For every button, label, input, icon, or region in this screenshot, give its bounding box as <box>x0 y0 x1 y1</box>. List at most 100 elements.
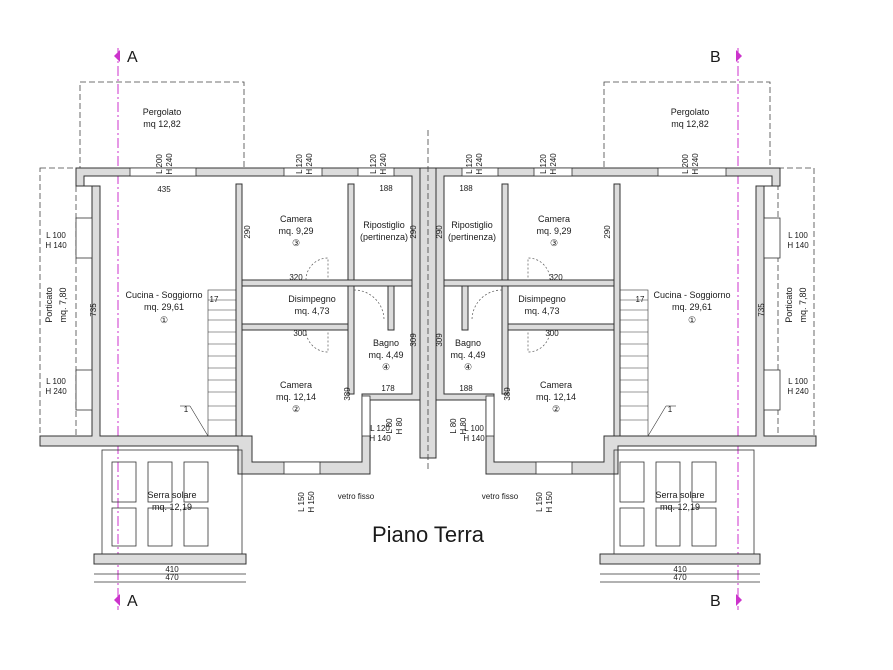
window-bagno <box>485 395 495 437</box>
wall-ripostiglio-east <box>501 183 509 281</box>
opening-port1-h: H 140 <box>787 241 809 250</box>
wall-disimpegno-west <box>461 285 469 331</box>
dim-470: 470 <box>673 573 687 582</box>
dim-290b: 290 <box>409 225 418 239</box>
room-cucina-area: mq. 29,61 <box>144 302 184 312</box>
window-bagno <box>361 395 371 437</box>
dim-389: 389 <box>503 387 512 401</box>
section-label-a-top: A <box>127 49 138 66</box>
room-ripostiglio-area: (pertinenza) <box>448 232 496 242</box>
opening-port2-l: L 100 <box>46 377 66 386</box>
wall-cucina-east <box>235 183 243 437</box>
staircase <box>180 289 237 437</box>
window-porticato-1 <box>75 217 93 259</box>
opening-rip-l: L 120 <box>369 154 378 174</box>
serra-area: mq. 12,19 <box>152 502 192 512</box>
wall-cucina-west <box>613 183 621 437</box>
room-disimpegno-name: Disimpegno <box>518 294 566 304</box>
serra-name: Serra solare <box>147 490 196 500</box>
opening-bagno1-h: H 80 <box>395 417 404 434</box>
wall-bagno-east <box>501 285 509 395</box>
room-camera2-name: Camera <box>280 380 312 390</box>
door-camera3 <box>305 257 329 281</box>
dim-410: 410 <box>165 565 179 574</box>
opening-bagno1-h: H 80 <box>459 417 468 434</box>
opening-rip-h: H 240 <box>475 153 484 175</box>
porticato-area: mq. 7,80 <box>798 287 808 322</box>
opening-pergola-h: H 240 <box>165 153 174 175</box>
section-label-a-bottom: A <box>127 593 138 610</box>
dim-470: 470 <box>165 573 179 582</box>
room-camera2-name: Camera <box>540 380 572 390</box>
opening-pergola-l: L 200 <box>155 154 164 174</box>
opening-pergola-h: H 240 <box>691 153 700 175</box>
room-camera3-area: mq. 9,29 <box>278 226 313 236</box>
window-camera2 <box>283 461 321 475</box>
room-camera2-num: ② <box>292 404 300 414</box>
dim-735: 735 <box>89 303 98 317</box>
opening-bagno1-l: L 80 <box>449 418 458 434</box>
unit-left: Pergolato mq 12,82 Porticato mq. 7,80 Se… <box>39 81 421 583</box>
opening-pergola-l: L 200 <box>681 154 690 174</box>
wall-bagno-west <box>347 285 355 395</box>
room-bagno-name: Bagno <box>455 338 481 348</box>
dim-410: 410 <box>673 565 687 574</box>
opening-vetro: vetro fisso <box>482 492 519 501</box>
room-camera2-area: mq. 12,14 <box>276 392 316 402</box>
opening-port2-l: L 100 <box>788 377 808 386</box>
room-bagno-num: ④ <box>382 362 390 372</box>
opening-bagno2-h: H 140 <box>369 434 391 443</box>
room-ripostiglio-area: (pertinenza) <box>360 232 408 242</box>
section-arrow-b-top <box>736 50 742 62</box>
party-wall <box>419 130 437 470</box>
door-bagno <box>353 289 385 321</box>
window-ripostiglio <box>357 167 395 177</box>
section-axes: A A B B <box>114 48 742 610</box>
serra-solare <box>599 449 761 565</box>
section-arrow-b-bottom <box>736 594 742 606</box>
opening-bagno2-l: L 120 <box>370 424 390 433</box>
room-disimpegno-area: mq. 4,73 <box>294 306 329 316</box>
wall-ripostiglio-west <box>347 183 355 281</box>
section-arrow-a-bottom <box>114 594 120 606</box>
room-cucina-name: Cucina - Soggiorno <box>653 290 730 300</box>
opening-port2-h: H 240 <box>45 387 67 396</box>
opening-port1-l: L 100 <box>46 231 66 240</box>
window-porticato-2 <box>75 369 93 411</box>
unit-right: Pergolato mq 12,82 Porticato mq. 7,80 Se… <box>435 81 817 583</box>
opening-bagno2-h: H 140 <box>463 434 485 443</box>
staircase <box>619 289 676 437</box>
room-bagno-num: ④ <box>464 362 472 372</box>
section-label-b-top: B <box>710 49 721 66</box>
opening-cam3-l: L 120 <box>539 154 548 174</box>
room-bagno-area: mq. 4,49 <box>368 350 403 360</box>
room-cucina-name: Cucina - Soggiorno <box>125 290 202 300</box>
opening-cam2-h: H 150 <box>545 491 554 513</box>
dim-309: 309 <box>409 333 418 347</box>
pergolato-name: Pergolato <box>671 107 710 117</box>
wall-camera3-south <box>241 279 413 287</box>
serra-area: mq. 12,19 <box>660 502 700 512</box>
window-pergolato <box>129 167 197 177</box>
room-ripostiglio-name: Ripostiglio <box>451 220 493 230</box>
room-cucina-num: ① <box>160 315 168 325</box>
opening-cam2-l: L 150 <box>297 492 306 512</box>
section-arrow-a-top <box>114 50 120 62</box>
window-porticato-1 <box>763 217 781 259</box>
dim-290b: 290 <box>435 225 444 239</box>
dim-309: 309 <box>435 333 444 347</box>
room-disimpegno-area: mq. 4,73 <box>524 306 559 316</box>
dim-389: 389 <box>343 387 352 401</box>
dim-320: 320 <box>549 273 563 282</box>
door-camera3 <box>527 257 551 281</box>
section-label-b-bottom: B <box>710 593 721 610</box>
dim-435: 435 <box>157 185 171 194</box>
wall-camera3-south <box>443 279 615 287</box>
opening-cam3-l: L 120 <box>295 154 304 174</box>
door-bagno <box>471 289 503 321</box>
dim-290a: 290 <box>243 225 252 239</box>
dim-1: 1 <box>668 405 673 414</box>
dim-290a: 290 <box>603 225 612 239</box>
page-title: Piano Terra <box>372 522 485 547</box>
